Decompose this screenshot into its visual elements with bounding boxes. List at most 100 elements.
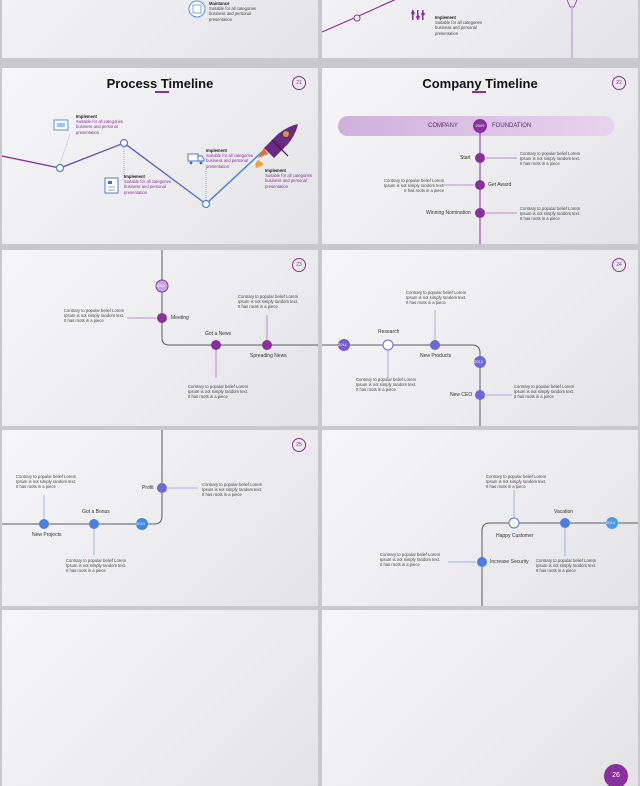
slide4-title: Company Timeline [422,76,538,91]
year-2012: 2012 [474,359,483,364]
vacation-label: Vacation [554,509,574,515]
new-projects-label: New Projects [32,532,62,538]
event-nomination-label: Winning Nomination [426,210,471,216]
slide-thumb-4[interactable]: Company Timeline 22 COMPANY 2009 FOUNDAT… [322,68,638,244]
desc-line: It has roots in a piece [520,216,560,222]
slide-thumb-2[interactable]: Implement Suitable for all categories bu… [322,0,638,58]
process-item-2-desc-3: presentation [124,189,148,195]
slide10-page-number: 26 [604,764,628,786]
desc-line: Ipsum is not simply random text. [384,183,445,189]
document-icon [104,177,119,194]
desc-line: Contrary to popular belief Lorem [64,308,125,313]
desc-line: Contrary to popular belief Lorem [406,290,467,295]
process-item-1-heading: Implement [76,114,97,119]
banner-company: COMPANY [428,123,458,129]
desc-line: Contrary to popular belief Lorem [384,178,445,183]
implement-desc-1: Suitable for all categories [435,20,483,26]
slide8-timeline [448,490,638,606]
process-item-4-desc-3: presentation [265,183,289,189]
happy-customer-label: Happy Customer [496,533,534,539]
implement-block: Implement Suitable for all categories bu… [435,15,482,36]
process-item-3-desc-3: presentation [206,163,230,169]
process-item-3-desc-2: business and personal [206,158,248,164]
process-line [2,119,298,209]
increase-security-label: Increase Security [490,559,529,565]
desc-line: It has roots in a piece [66,568,106,574]
maintance-desc-2: business and personal [209,11,251,17]
desc-line: Ipsum is not simply random text. [16,479,77,485]
event-award-label: Get Award [488,182,512,188]
process-item-1-desc-3: presentation [76,129,100,135]
process-item-3-desc-1: Suitable for all categories [206,153,254,159]
event-start-label: Start [460,155,471,161]
truck-icon [187,153,205,165]
desc-line: It has roots in a piece [520,161,560,167]
desc-line: Ipsum is not simply random text. [64,313,125,319]
banner-foundation: FOUNDATION [492,123,532,129]
process-item-4: Implement Suitable for all categories bu… [265,168,312,189]
desc-line: Ipsum is not simply random text. [380,557,441,563]
desc-line: It has roots in a piece [406,300,446,306]
got-news-label: Got a News [205,331,232,337]
desc-line: Contrary to popular belief Lorem [486,474,547,479]
desc-line: It has roots in a piece [356,387,396,393]
slide-thumb-5[interactable]: 23 2010 Meeting Got a News Spreading New… [2,250,318,426]
desc-line: Contrary to popular belief Lorem [536,558,597,563]
desc-line: Ipsum is not simply random text. [520,211,581,217]
monitor-icon [53,119,69,131]
desc-line: Contrary to popular belief Lorem [380,552,441,557]
slide3-title: Process Timeline [106,76,214,91]
slide-thumb-3[interactable]: Process Timeline 21 Implement Suitable f… [2,68,318,244]
desc-line: Ipsum is not simply random text. [202,487,263,493]
slide6-timeline [322,310,512,426]
process-item-2: Implement Suitable for all categories bu… [124,174,171,195]
year-2013: 2013 [136,521,145,526]
process-item-2-heading: Implement [124,174,145,179]
process-item-3-heading: Implement [206,148,227,153]
desc-line: Ipsum is not simply random text. [520,156,581,162]
slide-thumb-1[interactable]: Maintance Suitable for all categories bu… [2,0,318,58]
year-2011: 2011 [338,342,347,347]
process-item-4-heading: Implement [265,168,286,173]
desc-line: It has roots in a piece [188,394,228,400]
process-item-2-desc-2: business and personal [124,184,166,190]
desc-line: Contrary to popular belief Lorem [66,558,127,563]
process-item-4-desc-1: Suitable for all categories [265,173,313,179]
desc-line: It has roots in a piece [16,484,56,490]
slide5-timeline [127,250,318,378]
slide5-page-number: 23 [292,258,306,272]
desc-line: Contrary to popular belief Lorem [16,474,77,479]
maintance-desc-3: presentation [209,16,233,22]
implement-desc-2: business and personal [435,25,477,31]
slide3-page-number: 21 [292,76,306,90]
desc-line: Contrary to popular belief Lorem [520,206,581,211]
desc-line: It has roots in a piece [486,484,526,490]
title-underline [472,91,486,93]
slide-thumb-8[interactable]: 2014 Vacation Happy Customer Increase Se… [322,430,638,606]
slide-thumb-10[interactable]: 26 [322,610,638,786]
slide-thumb-7[interactable]: 25 2013 Profit Got a Bonus New Projects … [2,430,318,606]
desc-line: Ipsum is not simply random text. [486,479,547,485]
slide4-page-number: 22 [612,76,626,90]
desc-line: It has roots in a piece [64,318,104,324]
desc-line: Contrary to popular belief Lorem [514,384,575,389]
desc-line: It has roots in a piece [404,188,445,194]
sliders-icon [411,10,425,20]
desc-line: Ipsum is not simply random text. [356,382,417,388]
bulb-icon [566,0,578,8]
desc-line: It has roots in a piece [514,394,554,400]
maintance-desc-1: Suitable for all categories [209,6,257,12]
maintance-heading: Maintance [209,1,230,6]
process-item-2-desc-1: Suitable for all categories [124,179,172,185]
slide-thumb-9[interactable] [2,610,318,786]
desc-line: It has roots in a piece [536,568,576,574]
slide-thumb-6[interactable]: 24 2011 2012 Research New Products New C… [322,250,638,426]
desc-line: Ipsum is not simply random text. [188,389,249,395]
